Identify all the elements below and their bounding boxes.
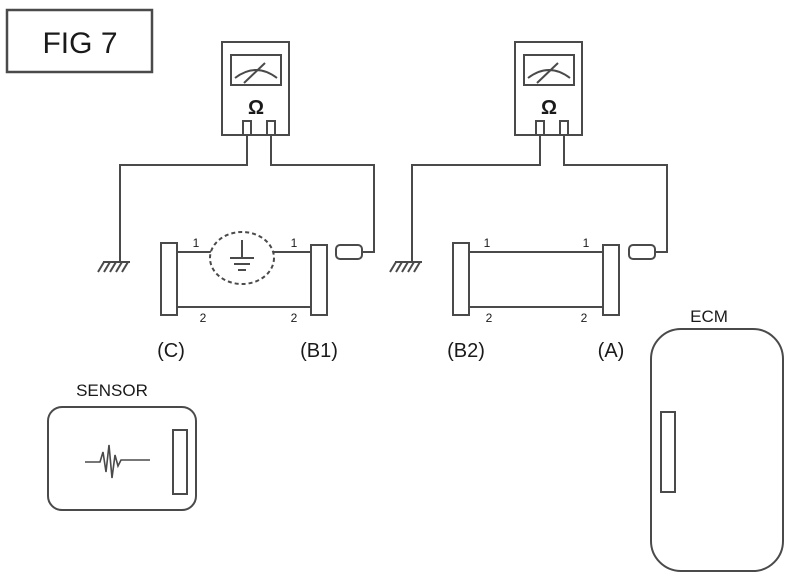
connector-label-b2: (B2) (447, 340, 485, 362)
probe-lead-right-a (563, 135, 668, 253)
ecm-component: ECM (650, 307, 784, 572)
meter-display-left (230, 54, 282, 86)
connector-b2 (452, 242, 470, 316)
meter-scale-left (234, 69, 278, 79)
probe-lead-left-ground (119, 135, 248, 262)
sensor-connector (172, 429, 188, 495)
pin-label-c-1: 1 (193, 236, 200, 250)
pin-label-b1-2: 2 (291, 311, 298, 325)
ground-icon (389, 261, 422, 273)
connector-label-a: (A) (598, 340, 625, 362)
meter-needle-right (536, 62, 559, 84)
sensor-component: SENSOR (47, 381, 197, 511)
connector-label-c: (C) (157, 340, 185, 362)
meter-probe-socket-left-b (266, 120, 276, 136)
pin-label-a-2: 2 (581, 311, 588, 325)
connector-c (160, 242, 178, 316)
pin-label-c-2: 2 (200, 311, 207, 325)
probe-lead-left-b1 (270, 135, 375, 253)
meter-probe-socket-right-a (535, 120, 545, 136)
meter-probe-socket-left-a (242, 120, 252, 136)
meter-needle-left (243, 62, 266, 84)
ohm-symbol-left: Ω (248, 97, 264, 119)
pin-label-b2-1: 1 (484, 236, 491, 250)
connector-label-b1: (B1) (300, 340, 338, 362)
connector-a (602, 244, 620, 316)
sensor-label: SENSOR (76, 381, 148, 400)
ecm-connector (660, 411, 676, 493)
meter-scale-right (527, 69, 571, 79)
probe-tip-left (335, 244, 363, 260)
pin-label-b2-2: 2 (486, 311, 493, 325)
figure-label-box: FIG 7 (5, 8, 154, 74)
probe-tip-right (628, 244, 656, 260)
shield-ground-icon (209, 231, 275, 285)
figure-label: FIG 7 (42, 27, 117, 60)
pin-label-b1-1: 1 (291, 236, 298, 250)
connector-b1 (310, 244, 328, 316)
ground-icon (97, 261, 130, 273)
ecm-label: ECM (690, 307, 728, 326)
ohmmeter-right: Ω (514, 41, 583, 136)
ohm-symbol-right: Ω (541, 97, 557, 119)
waveform-icon (85, 444, 150, 479)
meter-display-right (523, 54, 575, 86)
probe-lead-right-ground (411, 135, 541, 262)
meter-probe-socket-right-b (559, 120, 569, 136)
ohmmeter-left: Ω (221, 41, 290, 136)
pin-label-a-1: 1 (583, 236, 590, 250)
